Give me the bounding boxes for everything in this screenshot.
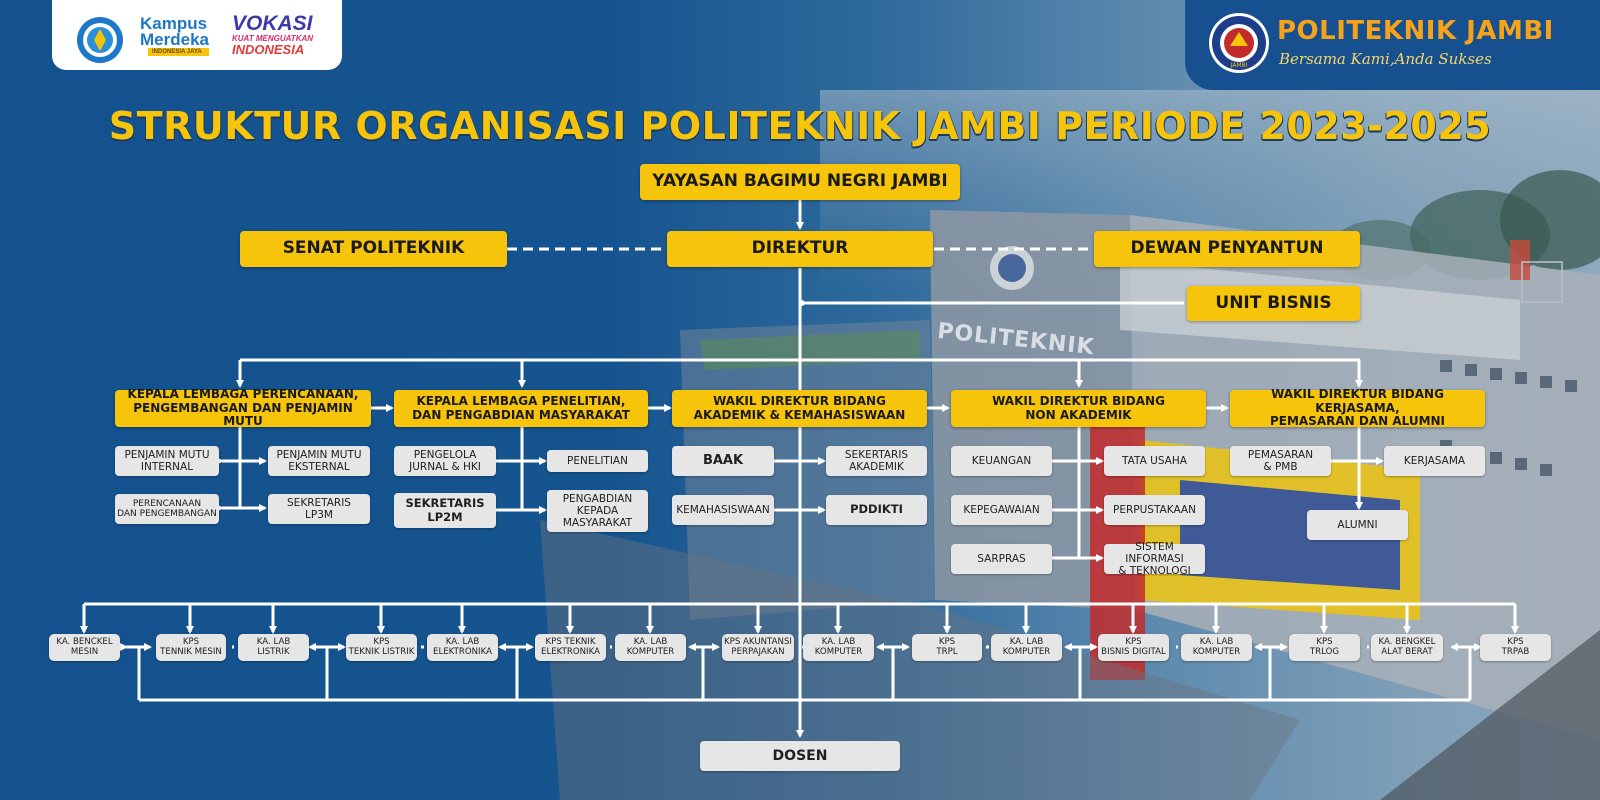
unit-penelitian: PENELITIAN [547,450,648,472]
seal-text: JAMBI [1230,62,1248,69]
division-lp2m: KEPALA LEMBAGA PENELITIAN,DAN PENGABDIAN… [394,390,648,427]
division-kerjasama: WAKIL DIREKTUR BIDANG KERJASAMA,PEMASARA… [1230,387,1485,428]
senat-box: SENAT POLITEKNIK [240,231,507,267]
politeknik-jambi-seal-icon: JAMBI [1209,13,1269,73]
unit-kemahasiswaan: KEMAHASISWAAN [672,495,774,525]
page-title: STRUKTUR ORGANISASI POLITEKNIK JAMBI PER… [108,104,1492,148]
tut-wuri-handayani-logo-icon [77,17,123,63]
unit-alumni: ALUMNI [1307,510,1408,540]
institution-name: POLITEKNIK JAMBI [1277,16,1554,46]
institution-slogan: Bersama Kami,Anda Sukses [1279,50,1492,68]
kampus-merdeka-logo: Kampus Merdeka INDONESIA JAYA [140,14,209,56]
unit-kepegawaian: KEPEGAWAIAN [951,495,1052,525]
dewan-penyantun-box: DEWAN PENYANTUN [1094,231,1360,267]
unit-pddikti: PDDIKTI [826,495,927,525]
unit-tata-usaha: TATA USAHA [1104,446,1205,476]
division-lp3m: KEPALA LEMBAGA PERENCANAAN,PENGEMBANGAN … [115,387,371,428]
yayasan-box: YAYASAN BAGIMU NEGRI JAMBI [640,164,960,200]
institution-header: JAMBI POLITEKNIK JAMBI Bersama Kami,Anda… [1185,0,1600,90]
unit-bisnis-box: UNIT BISNIS [1187,286,1360,321]
unit-sarpras: SARPRAS [951,544,1052,574]
unit-keuangan: KEUANGAN [951,446,1052,476]
direktur-box: DIREKTUR [667,231,933,267]
unit-pemasaran-pmb: PEMASARAN& PMB [1230,446,1331,476]
partner-logos-card: Kampus Merdeka INDONESIA JAYA VOKASI KUA… [52,0,342,70]
unit-kerjasama: KERJASAMA [1384,446,1485,476]
dosen-box: DOSEN [700,741,900,771]
unit-perpustakaan: PERPUSTAKAAN [1104,495,1205,525]
unit-baak: BAAK [672,446,774,476]
unit-sistem-informasi: SISTEM INFORMASI& TEKNOLOGI [1104,541,1205,577]
vokasi-logo: VOKASI KUAT MENGUATKAN INDONESIA [232,12,314,57]
